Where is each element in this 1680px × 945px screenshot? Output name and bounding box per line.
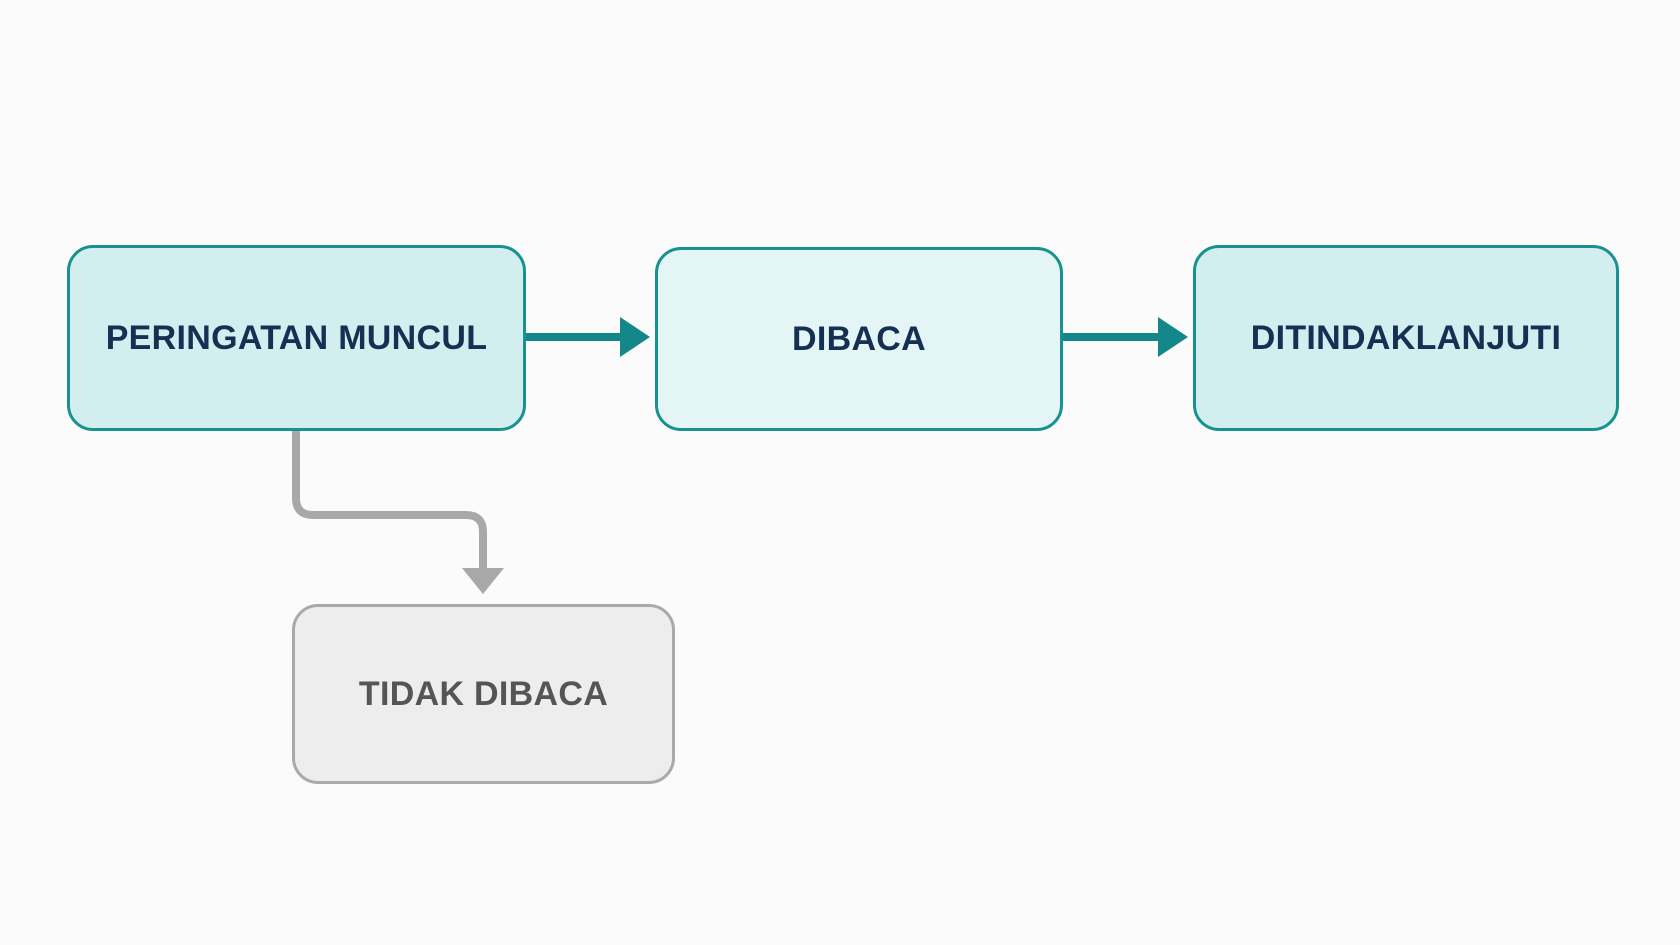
node-alert-shown-label: PERINGATAN MUNCUL <box>105 318 488 357</box>
node-alert-shown: PERINGATAN MUNCUL <box>67 245 526 431</box>
node-read: DIBACA <box>655 247 1063 431</box>
node-read-label: DIBACA <box>791 319 926 358</box>
node-acted-upon-label: DITINDAKLANJUTI <box>1250 318 1562 357</box>
arrowhead-alert-to-unread <box>462 568 504 594</box>
node-not-read: TIDAK DIBACA <box>292 604 675 784</box>
node-not-read-label: TIDAK DIBACA <box>358 674 609 713</box>
arrowhead-alert-to-read <box>620 317 650 357</box>
node-acted-upon: DITINDAKLANJUTI <box>1193 245 1619 431</box>
arrow-alert-to-unread <box>292 431 487 568</box>
arrowhead-read-to-acted <box>1158 317 1188 357</box>
